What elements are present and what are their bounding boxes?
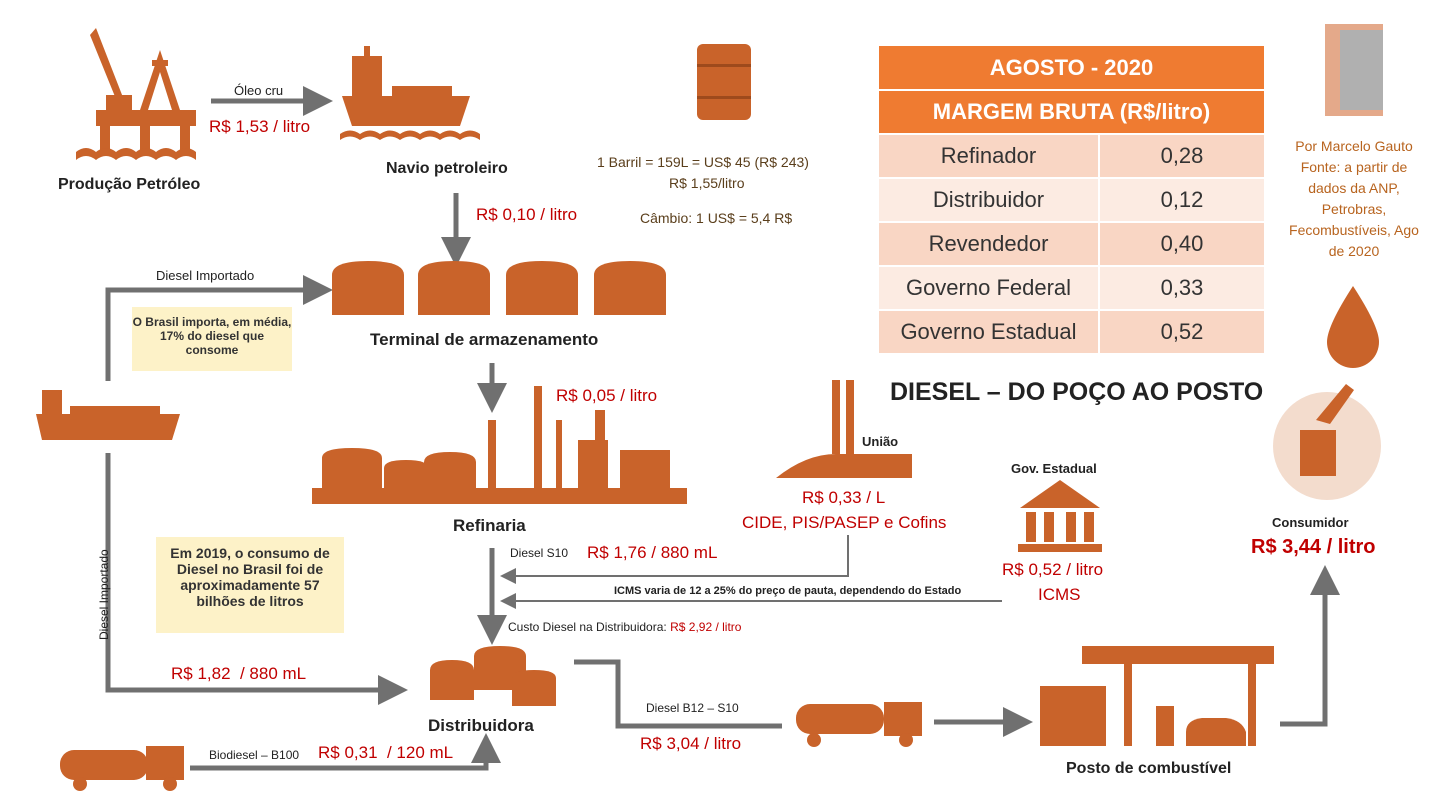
note-consumo: Em 2019, o consumo de Diesel no Brasil f… <box>156 537 344 633</box>
row-value: 0,33 <box>1160 275 1204 300</box>
biodiesel-label: Biodiesel – B100 <box>209 748 300 762</box>
custo-value: R$ 2,92 / litro <box>670 620 742 634</box>
row-value: 0,40 <box>1160 231 1204 256</box>
page-title: DIESEL – DO POÇO AO POSTO <box>890 378 1264 406</box>
gov-estadual-label: Gov. Estadual <box>1011 461 1097 476</box>
price-b12: R$ 3,04 / litro <box>640 734 742 753</box>
posto-label: Posto de combustível <box>1066 760 1232 777</box>
line-distribuidora-truck <box>574 659 782 729</box>
row-value: 0,52 <box>1160 319 1204 344</box>
storage-tanks-icon <box>332 261 666 315</box>
fuel-drop-icon <box>1327 286 1379 368</box>
arrow-posto-consumidor <box>1280 565 1340 727</box>
terminal-label: Terminal de armazenamento <box>370 330 599 349</box>
congress-icon <box>776 380 912 478</box>
table-header-month: AGOSTO - 2020 <box>879 46 1264 89</box>
price-biodiesel: R$ 0,31 / 120 mL <box>318 743 454 762</box>
import-ship-icon <box>36 390 180 440</box>
table-row: Governo Federal 0,33 <box>879 265 1264 309</box>
author-credit: Por Marcelo Gauto Fonte: a partir de dad… <box>1289 138 1419 259</box>
price-s10: R$ 1,76 / 880 mL <box>587 543 718 562</box>
custo-text: Custo Diesel na Distribuidora: <box>508 620 667 634</box>
distribuidora-label: Distribuidora <box>428 716 534 735</box>
producao-label: Produção Petróleo <box>58 176 201 193</box>
barril-line1: 1 Barril = 159L = US$ 45 (R$ 243) <box>597 154 809 170</box>
price-icms: R$ 0,52 / litro <box>1002 560 1104 579</box>
delivery-truck-icon <box>796 702 922 747</box>
diesel-importado-side-label: Diesel Importado <box>97 549 111 640</box>
table-row: Refinador 0,28 <box>879 133 1264 177</box>
gauto-logo-icon <box>1325 24 1383 116</box>
price-oleo: R$ 1,53 / litro <box>209 117 311 136</box>
table-row: Governo Estadual 0,52 <box>879 309 1264 353</box>
navio-label: Navio petroleiro <box>386 160 508 177</box>
row-value: 0,28 <box>1160 143 1204 168</box>
note-importa: O Brasil importa, em média, 17% do diese… <box>132 307 292 371</box>
row-value: 0,12 <box>1160 187 1204 212</box>
cambio-label: Câmbio: 1 US$ = 5,4 R$ <box>640 210 793 226</box>
row-name: Governo Federal <box>879 267 1100 309</box>
table-header-title: MARGEM BRUTA (R$/litro) <box>879 89 1264 133</box>
icms-label: ICMS <box>1038 585 1081 604</box>
price-importado: R$ 1,82 / 880 mL <box>171 664 307 683</box>
row-name: Governo Estadual <box>879 311 1100 353</box>
arrow-biodiesel <box>190 733 501 771</box>
diesel-importado-top-label: Diesel Importado <box>156 268 255 283</box>
oleo-cru-label: Óleo cru <box>234 83 284 98</box>
row-name: Distribuidor <box>879 179 1100 221</box>
table-row: Distribuidor 0,12 <box>879 177 1264 221</box>
refinaria-label: Refinaria <box>453 516 526 535</box>
diesel-s10-label: Diesel S10 <box>510 546 569 560</box>
oil-platform-icon <box>76 28 196 160</box>
icms-note: ICMS varia de 12 a 25% do preço de pauta… <box>614 585 962 597</box>
fuel-nozzle-icon <box>1273 384 1381 500</box>
price-uniao: R$ 0,33 / L <box>802 488 886 507</box>
gas-station-icon <box>1040 646 1274 746</box>
biodiesel-truck-icon <box>60 746 184 791</box>
uniao-label: União <box>862 434 899 449</box>
row-name: Refinador <box>879 135 1100 177</box>
margin-table: AGOSTO - 2020 MARGEM BRUTA (R$/litro) Re… <box>879 46 1264 353</box>
arrow-importado-distribuidora <box>105 453 408 705</box>
price-refinaria: R$ 0,05 / litro <box>556 386 658 405</box>
row-name: Revendedor <box>879 223 1100 265</box>
barril-line2: R$ 1,55/litro <box>669 175 745 191</box>
distribution-tanks-icon <box>430 646 556 706</box>
oil-barrel-icon <box>697 44 751 120</box>
cide-label: CIDE, PIS/PASEP e Cofins <box>742 513 947 532</box>
consumidor-label: Consumidor <box>1272 515 1349 530</box>
refinery-icon <box>312 386 687 504</box>
tanker-ship-icon <box>340 46 480 140</box>
table-row: Revendedor 0,40 <box>879 221 1264 265</box>
price-consumidor: R$ 3,44 / litro <box>1251 536 1376 558</box>
arrow-uniao <box>500 535 849 584</box>
price-navio: R$ 0,10 / litro <box>476 205 578 224</box>
diesel-b12-label: Diesel B12 – S10 <box>646 701 739 715</box>
state-bank-icon <box>1018 480 1102 552</box>
custo-label: Custo Diesel na Distribuidora: R$ 2,92 /… <box>508 620 741 634</box>
arrow-importado-terminal <box>105 275 333 381</box>
